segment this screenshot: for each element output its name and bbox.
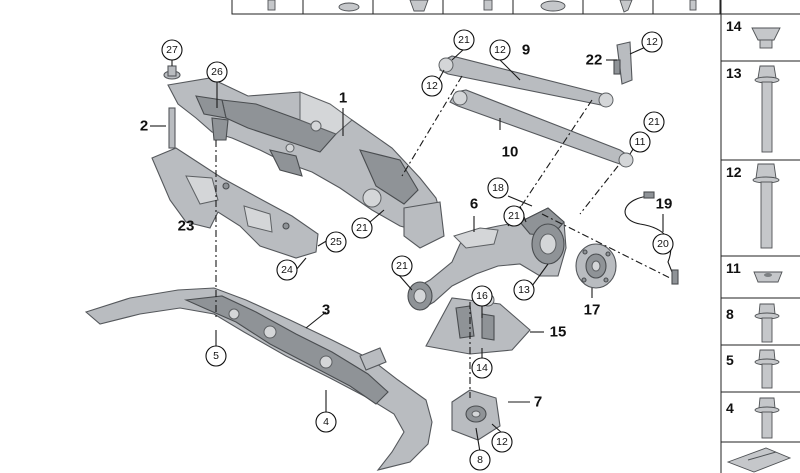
callout-21-b: 21 (643, 111, 665, 133)
svg-text:21: 21 (458, 34, 470, 46)
long-hex-bolt-icon (754, 65, 780, 153)
label-22: 22 (586, 52, 603, 69)
nut-icon (409, 0, 429, 12)
callout-21-d: 21 (503, 205, 525, 227)
svg-text:4: 4 (323, 416, 329, 428)
svg-text:26: 26 (211, 66, 223, 78)
label-19: 19 (656, 196, 673, 213)
callout-18: 18 (487, 177, 509, 199)
callout-12-d: 12 (491, 431, 513, 453)
bold-labels: 1 2 3 6 7 9 10 15 17 19 22 23 (140, 42, 673, 411)
washer-icon (753, 271, 783, 283)
label-1: 1 (339, 90, 347, 107)
svg-text:24: 24 (281, 264, 293, 276)
short-bolt-icon (754, 349, 780, 389)
clip-icon (619, 0, 633, 13)
svg-text:21: 21 (356, 222, 368, 234)
callout-21-c: 21 (351, 217, 373, 239)
svg-text:27: 27 (166, 44, 178, 56)
callout-20: 20 (652, 233, 674, 255)
subframe-part-1 (167, 77, 445, 249)
leader-lines (150, 45, 671, 453)
bracket-part-22 (613, 41, 633, 85)
short-bolt-icon (754, 397, 780, 439)
svg-text:21: 21 (648, 116, 660, 128)
callouts: 27 26 21 12 12 12 21 11 21 18 21 21 13 2… (161, 29, 674, 471)
control-arm-part-10 (449, 89, 634, 168)
callout-11: 11 (629, 131, 651, 153)
svg-text:20: 20 (657, 238, 669, 250)
panel-label-11: 11 (726, 260, 741, 276)
callout-12-c: 12 (641, 31, 663, 53)
svg-text:12: 12 (426, 80, 438, 92)
svg-text:11: 11 (635, 136, 646, 148)
bolt-tip-icon (267, 0, 276, 11)
callout-27: 27 (161, 39, 183, 61)
svg-text:12: 12 (494, 44, 506, 56)
panel-label-12: 12 (726, 164, 742, 180)
callout-12-b: 12 (421, 75, 443, 97)
bolt-tip-icon (689, 0, 697, 11)
control-arm-part-9 (438, 55, 614, 108)
top-hardware-strip (231, 0, 721, 15)
svg-text:21: 21 (396, 260, 408, 272)
top-strip-frame (231, 0, 721, 15)
heat-shield-part-23 (151, 147, 319, 259)
panel-label-13: 13 (726, 65, 742, 81)
callout-21-e: 21 (391, 255, 413, 277)
flanged-nut-icon (751, 27, 781, 49)
callout-26: 26 (206, 61, 228, 83)
hex-bolt-icon (752, 163, 780, 249)
label-2: 2 (140, 118, 148, 135)
panel-label-8: 8 (726, 306, 734, 322)
svg-text:8: 8 (477, 454, 483, 466)
grommet-icon (540, 0, 566, 12)
label-6: 6 (470, 196, 478, 213)
bracket-part-7 (451, 389, 501, 441)
callout-25: 25 (325, 231, 347, 253)
callout-21-a: 21 (453, 29, 475, 51)
bolt-part-2 (163, 65, 181, 149)
callout-12-a: 12 (489, 39, 511, 61)
panel-label-5: 5 (726, 352, 734, 368)
callout-8: 8 (469, 449, 491, 471)
callout-14: 14 (471, 357, 493, 379)
washer-icon (338, 2, 360, 12)
panel-label-4: 4 (726, 400, 734, 416)
svg-text:14: 14 (476, 362, 488, 374)
label-7: 7 (534, 394, 542, 411)
hardware-side-panel: 14 13 12 11 8 5 (720, 0, 800, 473)
callout-4: 4 (315, 411, 337, 433)
wheel-carrier-part-6 (407, 207, 567, 311)
label-10: 10 (502, 144, 519, 161)
panel-label-14: 14 (726, 18, 742, 34)
mount-part-15 (425, 293, 531, 355)
label-17: 17 (584, 302, 601, 319)
wheel-hub-part-17 (575, 243, 617, 289)
label-15: 15 (550, 324, 567, 341)
svg-text:21: 21 (508, 210, 520, 222)
short-bolt-icon (754, 303, 780, 343)
svg-text:12: 12 (646, 36, 658, 48)
bolt-tip-icon (483, 0, 493, 11)
svg-text:25: 25 (330, 236, 342, 248)
label-9: 9 (522, 42, 530, 59)
svg-text:18: 18 (492, 182, 504, 194)
crossmember-part-3 (84, 287, 433, 471)
callout-5: 5 (205, 345, 227, 367)
svg-text:5: 5 (213, 350, 219, 362)
label-3: 3 (322, 302, 330, 319)
callout-13: 13 (513, 279, 535, 301)
label-23: 23 (178, 218, 195, 235)
svg-text:16: 16 (476, 290, 488, 302)
svg-text:13: 13 (518, 284, 530, 296)
svg-text:12: 12 (496, 436, 508, 448)
callout-24: 24 (276, 259, 298, 281)
callout-16: 16 (471, 285, 493, 307)
sheet-metal-icon (726, 447, 792, 473)
